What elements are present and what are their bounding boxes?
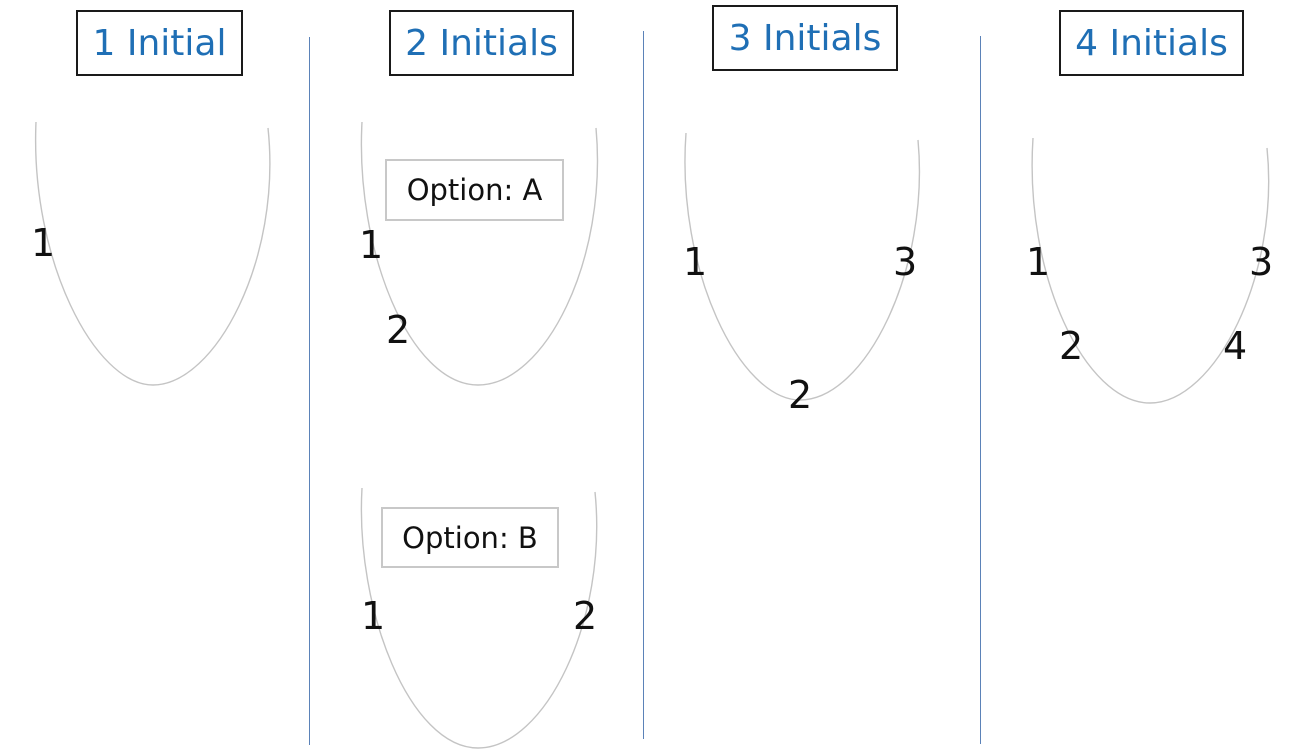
column-title-3-initials: 3 Initials bbox=[712, 5, 898, 71]
position-label-1: 1 bbox=[361, 594, 386, 638]
position-label-2: 2 bbox=[788, 373, 813, 417]
position-label-2: 2 bbox=[1059, 324, 1084, 368]
column-divider-1 bbox=[309, 37, 310, 745]
column-divider-2 bbox=[643, 31, 644, 739]
position-label-2: 2 bbox=[573, 594, 598, 638]
curve-4-initials bbox=[1031, 137, 1270, 404]
position-label-1: 1 bbox=[31, 221, 56, 265]
option-b-label: Option: B bbox=[381, 507, 559, 568]
column-title-1-initial: 1 Initial bbox=[76, 10, 243, 76]
position-label-3: 3 bbox=[893, 240, 918, 284]
option-a-label: Option: A bbox=[385, 159, 564, 221]
position-label-1: 1 bbox=[683, 240, 708, 284]
position-label-1: 1 bbox=[359, 223, 384, 267]
curve-2-initials-option-a bbox=[360, 121, 599, 386]
column-divider-3 bbox=[980, 36, 981, 744]
curve-1-initial bbox=[34, 121, 271, 386]
curve-3-initials bbox=[684, 132, 921, 401]
position-label-3: 3 bbox=[1249, 240, 1274, 284]
column-title-2-initials: 2 Initials bbox=[389, 10, 574, 76]
position-label-2: 2 bbox=[386, 308, 411, 352]
position-label-4: 4 bbox=[1223, 324, 1248, 368]
column-title-4-initials: 4 Initials bbox=[1059, 10, 1244, 76]
curve-2-initials-option-b bbox=[360, 487, 598, 749]
position-label-1: 1 bbox=[1026, 240, 1051, 284]
